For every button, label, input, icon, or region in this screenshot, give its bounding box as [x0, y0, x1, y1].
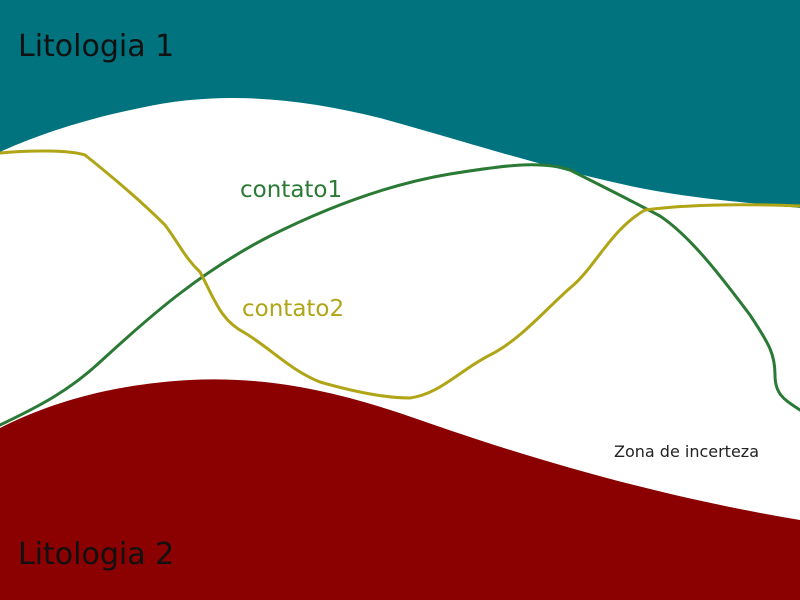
contact-2-label: contato2 — [242, 296, 344, 322]
lithology-1-label: Litologia 1 — [18, 29, 174, 64]
lithology-2-body — [0, 379, 800, 600]
lithology-1-body — [0, 0, 800, 208]
uncertainty-zone-label: Zona de incerteza — [614, 442, 759, 461]
lithology-2-label: Litologia 2 — [18, 537, 174, 572]
contact-1-label: contato1 — [240, 177, 342, 203]
contact-1-line — [0, 163, 800, 427]
contact-2-line — [0, 149, 800, 400]
